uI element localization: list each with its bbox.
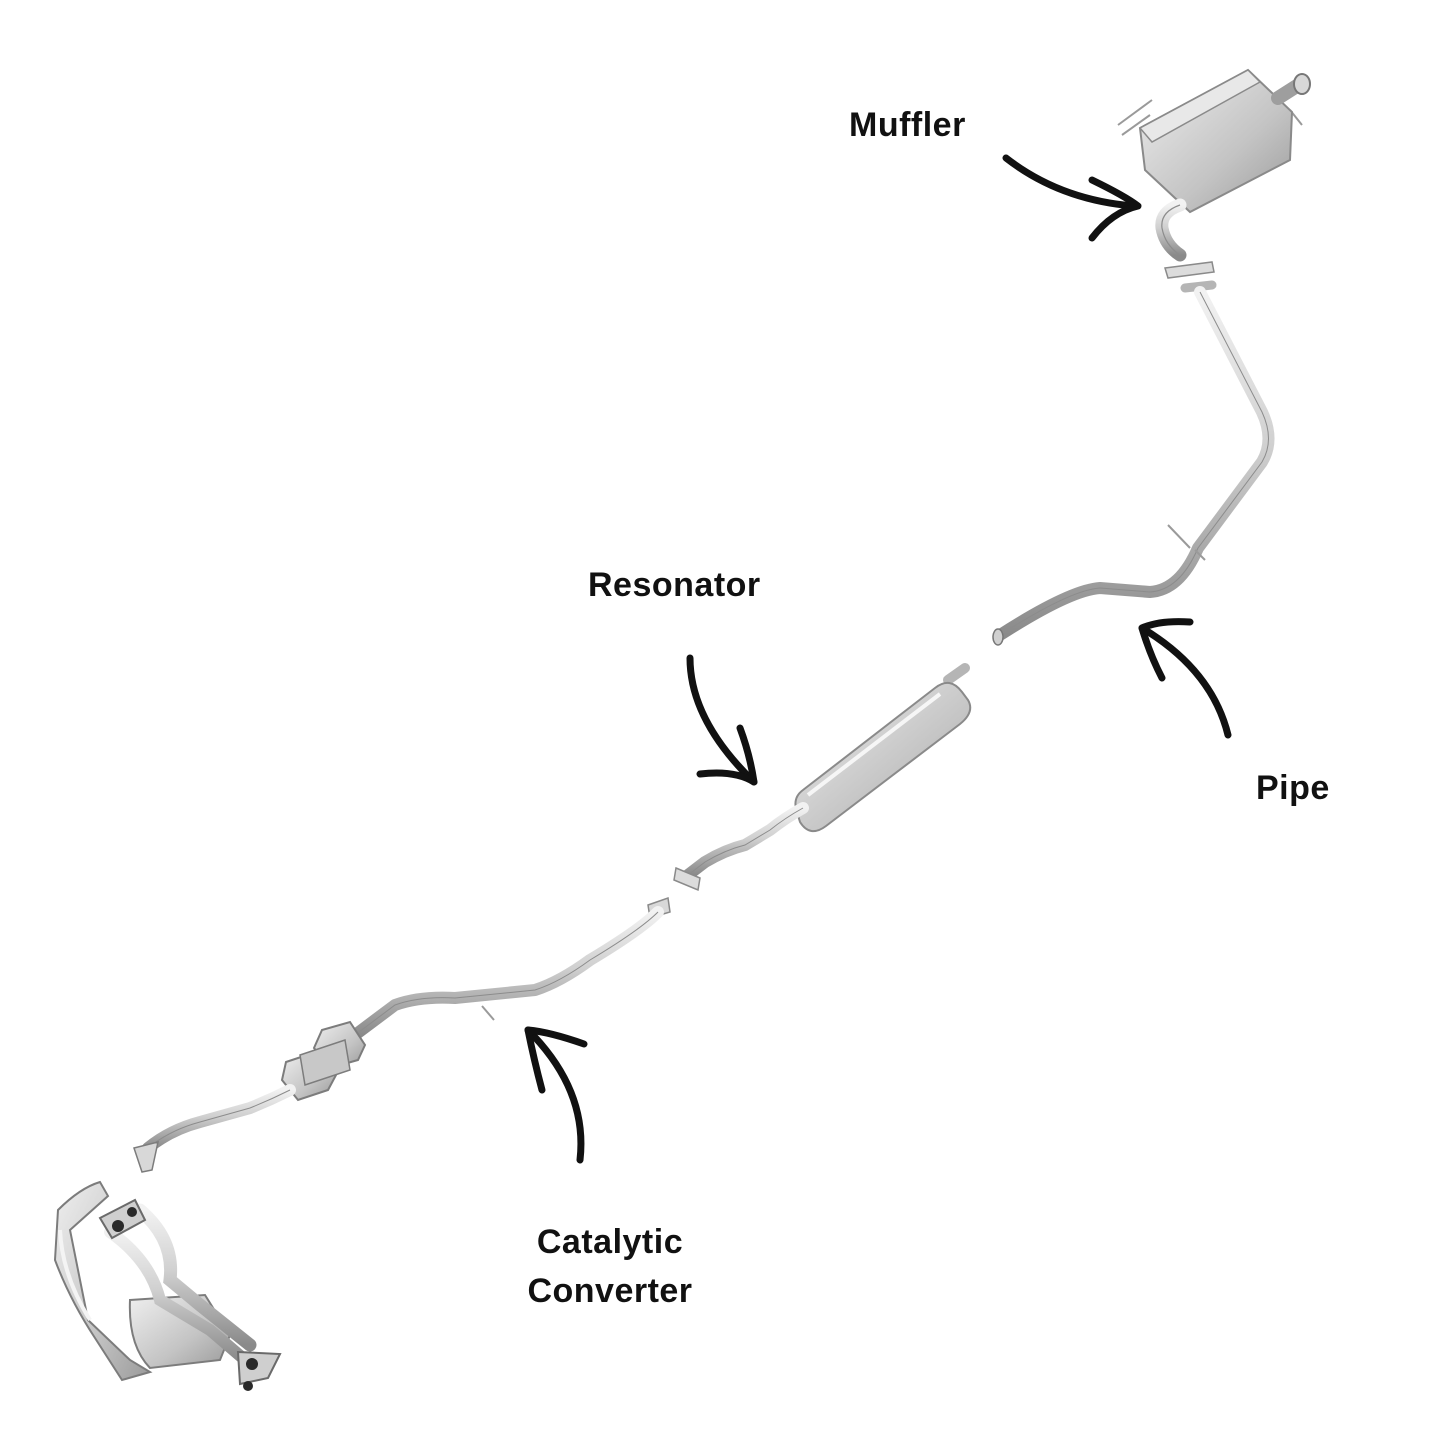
exhaust-manifold-icon: [53, 1180, 282, 1391]
catalytic-label-line2: Converter: [527, 1272, 693, 1311]
resonator-icon: [673, 663, 972, 892]
exhaust-pipe: [992, 280, 1275, 646]
resonator-arrow-icon: [686, 654, 758, 786]
pipe-label: Pipe: [1256, 769, 1330, 807]
pipe-arrow-icon: [1138, 618, 1232, 739]
resonator-label: Resonator: [588, 566, 761, 604]
muffler-arrow-icon: [1002, 154, 1142, 242]
catalytic-converter-label: Catalytic Converter: [515, 1218, 705, 1317]
catalytic-label-line1: Catalytic: [536, 1223, 684, 1261]
muffler-icon: [1117, 68, 1311, 279]
catalytic-converter-icon: [133, 896, 671, 1173]
catalytic-arrow-icon: [524, 1026, 588, 1164]
muffler-label: Muffler: [849, 106, 966, 144]
